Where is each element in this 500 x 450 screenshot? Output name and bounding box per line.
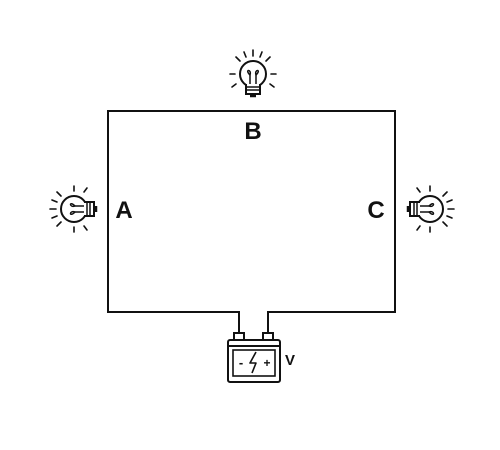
light-bulb-icon <box>228 48 278 98</box>
battery-positive-sign: + <box>263 356 270 370</box>
battery-negative-sign: - <box>239 355 243 370</box>
bulb-a-label: A <box>115 197 132 224</box>
circuit-wire <box>107 110 396 334</box>
bulb-b <box>228 48 278 98</box>
light-bulb-icon <box>406 184 456 234</box>
battery-icon <box>227 332 281 383</box>
battery: - + <box>227 332 281 383</box>
bulb-c-label: C <box>367 197 384 224</box>
bulb-c <box>406 184 456 234</box>
light-bulb-icon <box>48 184 98 234</box>
battery-voltage-label: V <box>285 352 295 369</box>
bulb-a <box>48 184 98 234</box>
bulb-b-label: B <box>244 118 261 145</box>
